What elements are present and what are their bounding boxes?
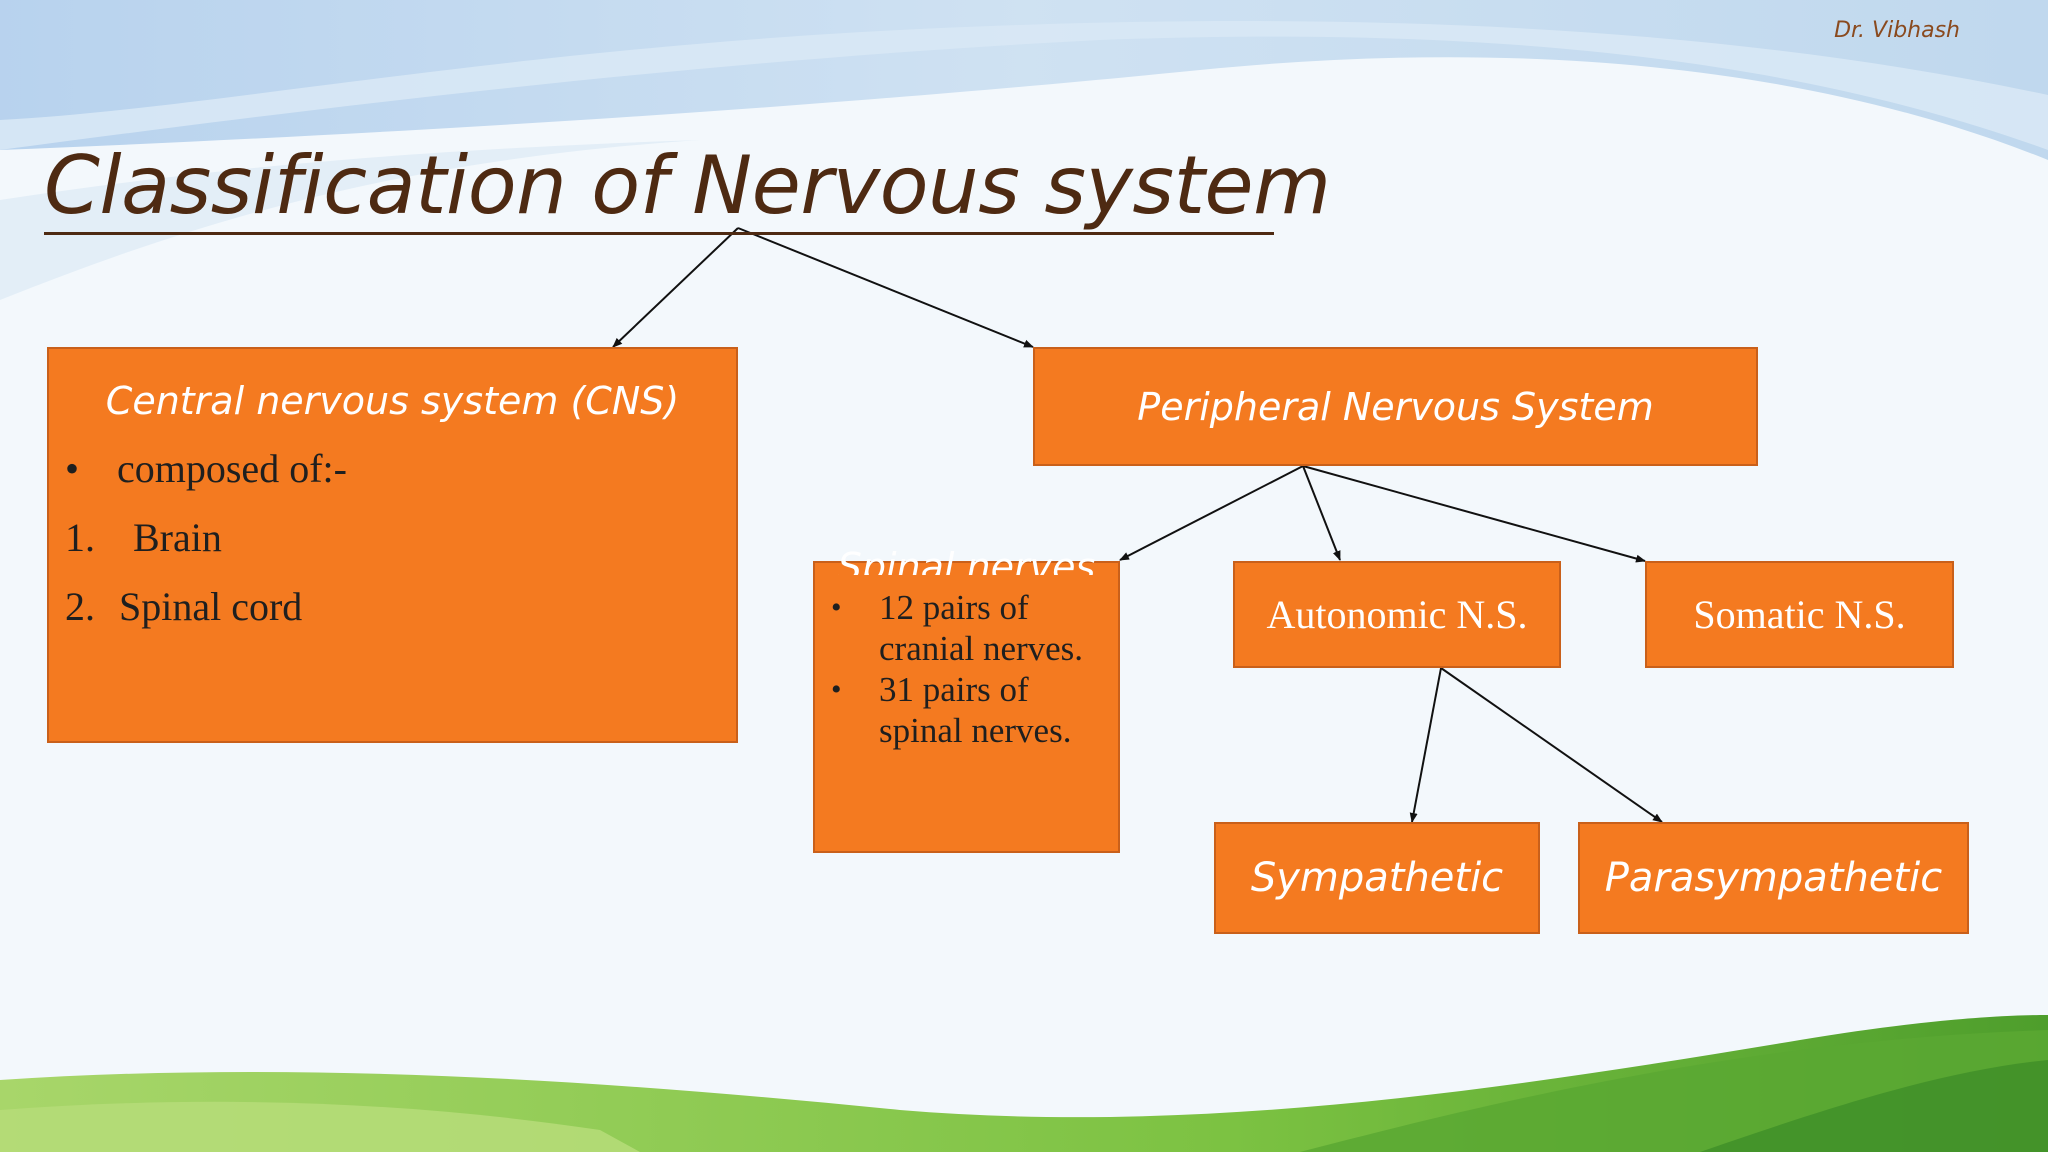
somatic-label: Somatic N.S. — [1693, 592, 1906, 637]
bullet-icon: • — [831, 591, 842, 624]
arrow-pns-to-spinal — [1119, 465, 1304, 561]
sympathetic-label: Sympathetic — [1250, 855, 1504, 901]
list-item: • 31 pairs of spinal nerves. — [829, 669, 1099, 751]
arrow-title-to-cns — [612, 227, 739, 348]
sky-swoosh — [0, 140, 700, 300]
pns-box: Peripheral Nervous System — [1033, 347, 1758, 466]
parasympathetic-box: Parasympathetic — [1578, 822, 1969, 934]
cns-item: 1. Brain — [65, 514, 222, 561]
spinal-nerves-list: • 12 pairs of cranial nerves. • 31 pairs… — [829, 587, 1099, 751]
grass-hill — [1700, 1060, 2048, 1152]
cns-item: • composed of:- — [65, 445, 347, 492]
bullet-icon: • — [831, 673, 842, 706]
arrow-autonomic-to-sympathetic — [1409, 667, 1442, 823]
somatic-box: Somatic N.S. — [1645, 561, 1954, 668]
author-credit: Dr. Vibhash — [1834, 18, 1960, 43]
arrow-pns-to-autonomic — [1302, 465, 1341, 561]
autonomic-label: Autonomic N.S. — [1266, 592, 1528, 637]
list-item: • 12 pairs of cranial nerves. — [829, 587, 1099, 669]
pns-title: Peripheral Nervous System — [1137, 384, 1654, 429]
parasympathetic-label: Parasympathetic — [1604, 855, 1943, 901]
cns-item-marker: 2. — [65, 584, 95, 629]
arrow-pns-to-somatic — [1302, 465, 1646, 563]
slide-title: Classification of Nervous system — [44, 140, 1331, 235]
cns-box: Central nervous system (CNS) • composed o… — [47, 347, 738, 743]
cns-item-marker: • — [65, 446, 80, 491]
cns-title: Central nervous system (CNS) — [105, 379, 680, 423]
grass-hill — [0, 1101, 640, 1152]
sky-swoosh — [0, 21, 2048, 150]
sympathetic-box: Sympathetic — [1214, 822, 1540, 934]
spinal-nerves-title: Spinal nerves — [837, 545, 1096, 575]
spinal-nerves-box: Spinal nerves • 12 pairs of cranial nerv… — [813, 545, 1120, 853]
cns-item-marker: 1. — [65, 515, 95, 560]
spinal-item-text: 12 pairs of cranial nerves. — [879, 588, 1084, 668]
cns-item-text: composed of:- — [117, 446, 347, 491]
spinal-item-text: 31 pairs of spinal nerves. — [879, 670, 1072, 750]
arrow-autonomic-to-parasympathetic — [1440, 667, 1663, 823]
cns-item: 2. Spinal cord — [65, 583, 302, 630]
cns-item-text: Brain — [133, 515, 222, 560]
arrow-title-to-pns — [737, 227, 1034, 348]
autonomic-box: Autonomic N.S. — [1233, 561, 1561, 668]
cns-item-text: Spinal cord — [119, 584, 303, 629]
